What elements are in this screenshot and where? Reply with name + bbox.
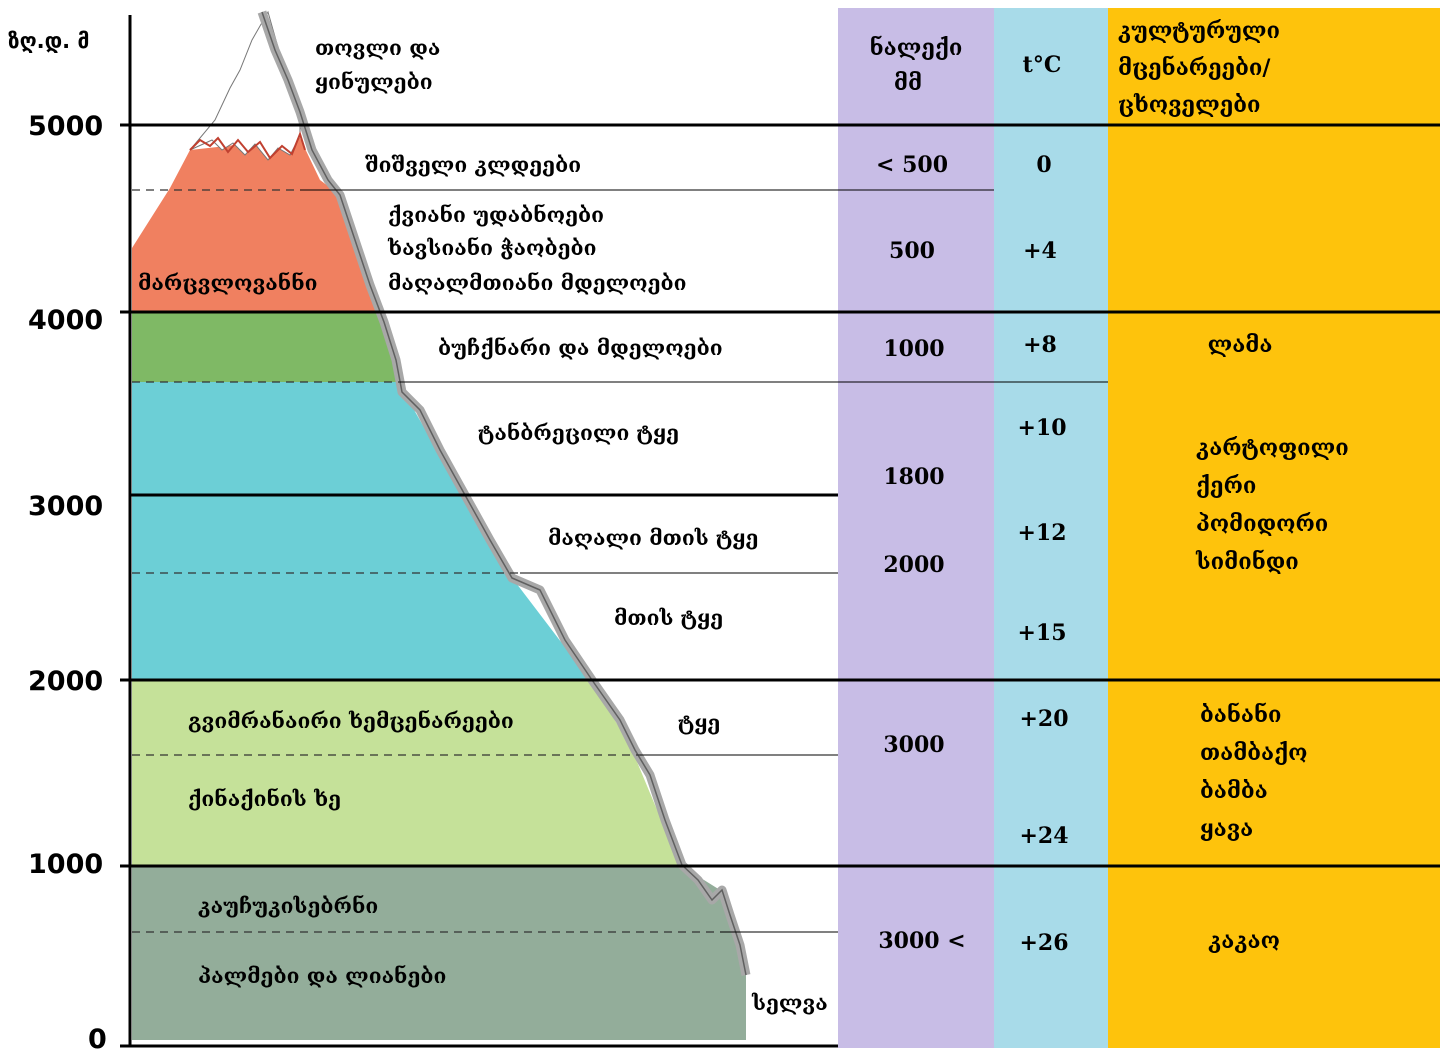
crop-item: თამბაქო (1200, 740, 1307, 766)
label-rubber: კაუჩუკისებრნი (198, 893, 378, 918)
label-cinchona: ქინაქინის ხე (188, 786, 341, 811)
temp-value: 0 (1036, 152, 1051, 178)
temp-value: +26 (1019, 930, 1068, 956)
label-snow-text-line2: ყინულები (315, 69, 433, 94)
axis-label: ზღ.დ. მ (8, 29, 89, 53)
label-mountain-forest: მთის ტყე (614, 605, 723, 630)
precip-value: 3000 (883, 732, 944, 758)
label-cereals: მარცვლოვანნი (138, 270, 318, 295)
tick-4000: 4000 (28, 305, 103, 336)
label-shrubs: ბუჩქნარი და მდელოები (438, 335, 723, 360)
crop-item: ბამბა (1200, 778, 1268, 804)
temp-value: +20 (1019, 706, 1068, 732)
label-palms: პალმები და ლიანები (198, 963, 446, 988)
precip-value: 1800 (883, 464, 944, 490)
precip-header-1: ნალექი (870, 35, 963, 61)
label-alpine-meadows: მაღალმთიანი მდელოები (388, 270, 687, 295)
tick-2000: 2000 (28, 666, 103, 697)
crop-llama: ლამა (1208, 332, 1273, 358)
crops-header-1: კულტურული (1118, 18, 1280, 44)
peak-crest (189, 131, 306, 160)
temperature-column (994, 8, 1108, 1048)
crop-item: ბანანი (1200, 702, 1282, 728)
label-forest: ტყე (678, 710, 720, 735)
precip-value: 2000 (883, 552, 944, 578)
crop-item: ქერი (1196, 473, 1256, 499)
mountain-slope-edge (261, 11, 747, 976)
temp-value: +15 (1017, 620, 1066, 646)
crop-item: პომიდორი (1196, 511, 1328, 537)
label-broadleaf: ტანბრეცილი ტყე (478, 420, 679, 445)
temp-value: +12 (1017, 520, 1066, 546)
tropic-zone (132, 866, 746, 1040)
label-selva: სელვა (751, 990, 828, 1015)
crops-header-2: მცენარეები/ (1118, 55, 1271, 81)
precip-header-2: მმ (894, 70, 922, 96)
label-rocky-deserts: ქვიანი უდაბნოები (388, 202, 604, 227)
temp-value: +10 (1017, 415, 1066, 441)
label-frozen-rocks: შიშველი კლდეები (365, 152, 581, 177)
label-highmountain-forest: მაღალი მთის ტყე (548, 525, 758, 550)
crop-item: კარტოფილი (1196, 435, 1349, 461)
label-snow: თოვლი და ყინულები (315, 35, 448, 94)
precipitation-column (838, 8, 994, 1048)
crop-cacao: კაკაო (1208, 928, 1280, 954)
precip-value: 3000 < (878, 928, 965, 954)
temp-value: +8 (1023, 332, 1057, 358)
temp-value: +24 (1019, 823, 1068, 849)
temp-header: t°C (1023, 52, 1062, 78)
precip-value: 1000 (883, 336, 944, 362)
tick-3000: 3000 (28, 491, 103, 522)
label-snow-text: თოვლი და (315, 35, 440, 60)
crop-item: სიმინდი (1195, 549, 1299, 575)
temp-value: +4 (1023, 238, 1057, 264)
tick-0: 0 (88, 1024, 107, 1051)
label-evergreen: გვიმრანაირი ხემცენარეები (188, 708, 514, 733)
crop-item: ყავა (1200, 816, 1253, 842)
precip-value: < 500 (876, 152, 948, 178)
snow-peak (189, 10, 301, 161)
tick-1000: 1000 (28, 849, 103, 880)
tick-5000: 5000 (28, 111, 103, 142)
label-swamps: ხავსიანი ჭაობები (387, 235, 597, 260)
crops-column (1108, 8, 1440, 1048)
crops-header-3: ცხოველები (1118, 92, 1261, 118)
precip-value: 500 (889, 238, 935, 264)
